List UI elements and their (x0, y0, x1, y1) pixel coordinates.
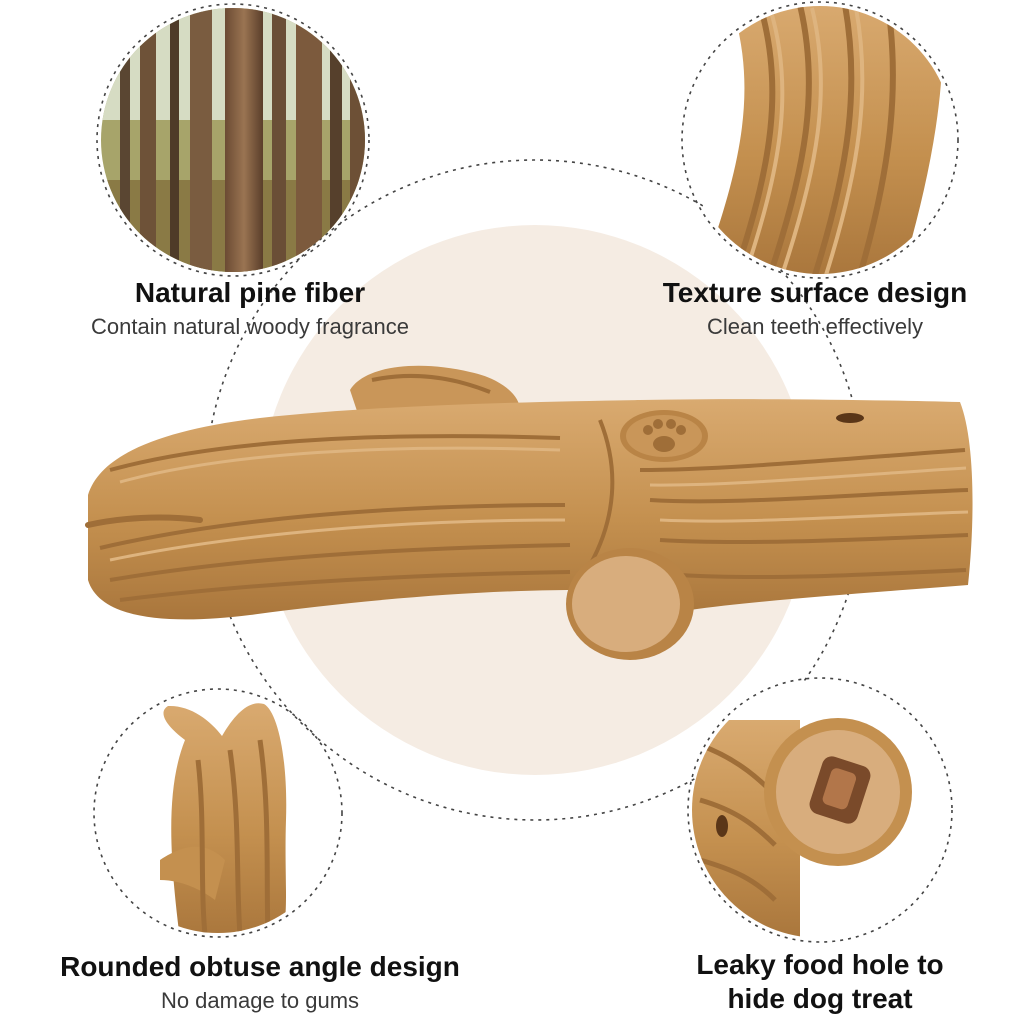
feature-title: Natural pine fiber (134, 277, 366, 308)
textured-surface-image (686, 6, 954, 274)
food-hole-ring (687, 677, 953, 943)
pine-forest-ring (96, 3, 370, 277)
food-hole-image (692, 682, 948, 938)
paw-print-icon (620, 410, 708, 462)
feature-subtitle: No damage to gums (160, 988, 360, 1013)
feature-rounded-obtuse-angle: Rounded obtuse angle design No damage to… (20, 950, 500, 1016)
feature-title: Rounded obtuse angle design (60, 951, 460, 982)
feature-title-line-1: Leaky food hole to (696, 949, 944, 980)
feature-subtitle: Contain natural woody fragrance (91, 314, 409, 339)
feature-subtitle: Clean teeth effectively (706, 314, 924, 339)
pine-forest-image (101, 8, 365, 272)
feature-title: Texture surface design (662, 277, 968, 308)
forked-end-ring (93, 688, 343, 938)
feature-natural-pine-fiber: Natural pine fiber Contain natural woody… (40, 276, 460, 342)
feature-leaky-food-hole: Leaky food hole to hide dog treat (640, 948, 1000, 1016)
feature-texture-surface-design: Texture surface design Clean teeth effec… (610, 276, 1020, 342)
feature-title-line-2: hide dog treat (727, 983, 913, 1014)
textured-surface-ring (681, 1, 959, 279)
forked-end-image (160, 703, 287, 933)
antler-chew-toy (85, 365, 973, 660)
